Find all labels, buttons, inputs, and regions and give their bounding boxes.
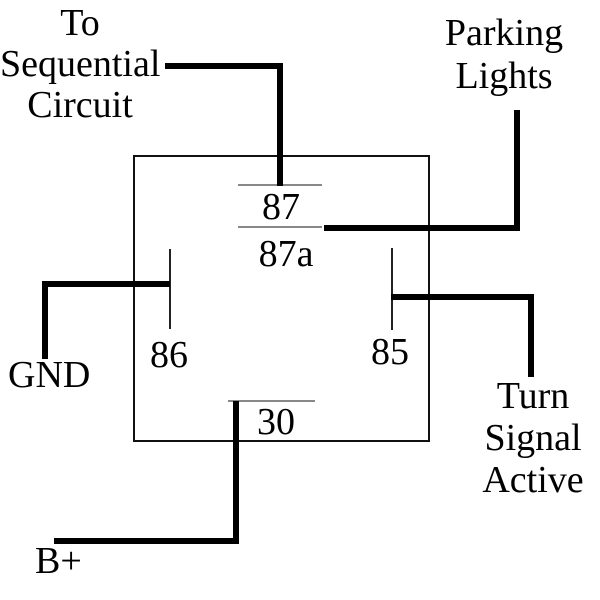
- pin-87a-blade-line: [238, 226, 322, 228]
- pin-85-label: 85: [371, 331, 409, 373]
- pin-86-label: 86: [150, 334, 188, 376]
- wire-parking-vertical: [514, 110, 520, 231]
- wire-bplus-vertical: [233, 401, 239, 544]
- label-parking-lights: Parking Lights: [423, 12, 585, 98]
- wire-parking-horizontal: [324, 225, 520, 231]
- label-line: Parking: [444, 12, 564, 54]
- wire-gnd-horizontal: [42, 281, 170, 287]
- wire-turn-signal-horizontal: [391, 294, 534, 300]
- label-to-sequential-circuit: To Sequential Circuit: [0, 3, 160, 126]
- label-turn-signal-active: Turn Signal Active: [452, 375, 600, 501]
- wire-bplus-horizontal: [54, 538, 239, 544]
- wire-sequential-vertical: [277, 63, 283, 186]
- label-line: Lights: [455, 55, 553, 97]
- label-line: Circuit: [27, 84, 133, 126]
- label-line: Turn: [496, 375, 570, 417]
- pin-30-label: 30: [257, 401, 295, 443]
- label-line: To: [60, 2, 100, 44]
- pin-86-blade-line: [169, 249, 171, 329]
- label-gnd: GND: [8, 354, 91, 396]
- label-line: Sequential: [0, 43, 161, 85]
- pin-30-blade-line: [228, 400, 315, 402]
- pin-87a-label: 87a: [258, 233, 314, 275]
- label-b-plus: B+: [35, 540, 82, 582]
- wire-gnd-vertical: [42, 281, 48, 359]
- wire-turn-signal-vertical: [528, 294, 534, 377]
- label-line: Active: [482, 459, 584, 501]
- pin-85-blade-line: [391, 248, 393, 330]
- pin-87-label: 87: [262, 186, 300, 228]
- wire-sequential-horizontal: [165, 63, 283, 69]
- label-line: Signal: [484, 417, 582, 459]
